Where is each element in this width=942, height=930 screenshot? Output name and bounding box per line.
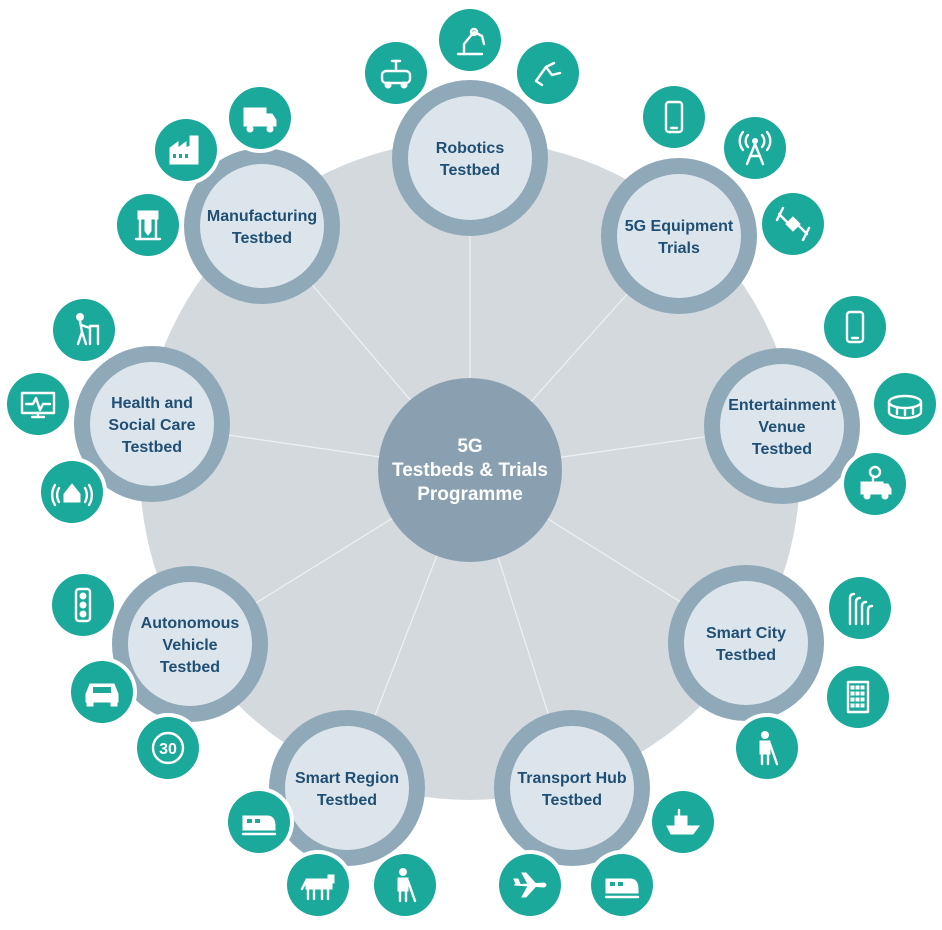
antenna-mast-icon [720, 113, 790, 183]
smartphone-icon [639, 82, 709, 152]
testbed-label-line: Testbed [440, 162, 500, 179]
center-title-line: Testbeds & Trials [392, 460, 548, 481]
testbed-label-line: Smart Region [295, 770, 399, 787]
testbed-label-line: Trials [658, 240, 700, 257]
robot-arm-icon [435, 5, 505, 75]
icon-disc [517, 42, 579, 104]
icon-disc [53, 299, 115, 361]
testbed-label-line: Testbed [716, 647, 776, 664]
testbed-label-line: Testbed [542, 792, 602, 809]
testbed-circle [720, 364, 844, 488]
speed-limit-30-icon: 30 [133, 713, 203, 783]
connected-home-icon [37, 457, 107, 527]
testbed-circle [90, 362, 214, 486]
testbed-label-line: Vehicle [162, 637, 217, 654]
heart-monitor-icon [3, 369, 73, 439]
visually-impaired-person-icon [370, 850, 440, 920]
testbed-circle [510, 726, 634, 850]
icon-disc [824, 296, 886, 358]
stadium-icon [870, 369, 940, 439]
lamp-posts-icon [825, 573, 895, 643]
testbed-label-line: Robotics [436, 140, 505, 157]
car-icon [67, 657, 137, 727]
icon-disc [365, 42, 427, 104]
gripper-icon [513, 38, 583, 108]
testbed-label-line: Smart City [706, 625, 786, 642]
center-circle [378, 378, 562, 562]
smartphone-icon [820, 292, 890, 362]
icon-disc [643, 86, 705, 148]
train-icon [587, 850, 657, 920]
testbed-label-line: Venue [758, 419, 805, 436]
truck-icon [225, 83, 295, 153]
icon-disc [829, 577, 891, 639]
testbed-label-line: Transport Hub [517, 770, 627, 787]
broadcast-van-icon [840, 449, 910, 519]
train-icon [224, 787, 294, 857]
center-title-line: Programme [417, 484, 523, 505]
testbed-circle [408, 96, 532, 220]
testbed-label-line: 5G Equipment [625, 218, 734, 235]
airplane-icon [495, 850, 565, 920]
testbed-label-line: Testbed [232, 230, 292, 247]
testbed-circle [200, 164, 324, 288]
testbed-label-line: Manufacturing [207, 208, 317, 225]
icon-disc [724, 117, 786, 179]
ship-icon [648, 787, 718, 857]
testbed-label-line: Testbed [752, 441, 812, 458]
center-title-line: 5G [457, 436, 482, 457]
testbed-label-line: Testbed [160, 659, 220, 676]
walking-frame-icon [49, 295, 119, 365]
cow-icon [283, 850, 353, 920]
testbed-label-line: Autonomous [141, 615, 240, 632]
testbed-circle [128, 582, 252, 706]
testbed-circle [285, 726, 409, 850]
testbed-label-line: Testbed [122, 439, 182, 456]
icon-disc [439, 9, 501, 71]
factory-icon [151, 115, 221, 185]
machine-tool-icon [113, 190, 183, 260]
testbed-label-line: Social Care [108, 417, 195, 434]
visually-impaired-person-icon [732, 713, 802, 783]
icon-disc [137, 717, 199, 779]
remote-control-car-icon [361, 38, 431, 108]
satellite-icon [758, 189, 828, 259]
traffic-light-icon [48, 570, 118, 640]
icon-disc [874, 373, 936, 435]
icon-disc [827, 666, 889, 728]
testbed-label-line: Testbed [317, 792, 377, 809]
testbed-circle [617, 174, 741, 298]
testbed-circle [684, 581, 808, 705]
testbed-label-line: Health and [111, 395, 193, 412]
speed-limit-text: 30 [159, 741, 177, 758]
office-building-icon [823, 662, 893, 732]
testbed-label-line: Entertainment [728, 397, 836, 414]
